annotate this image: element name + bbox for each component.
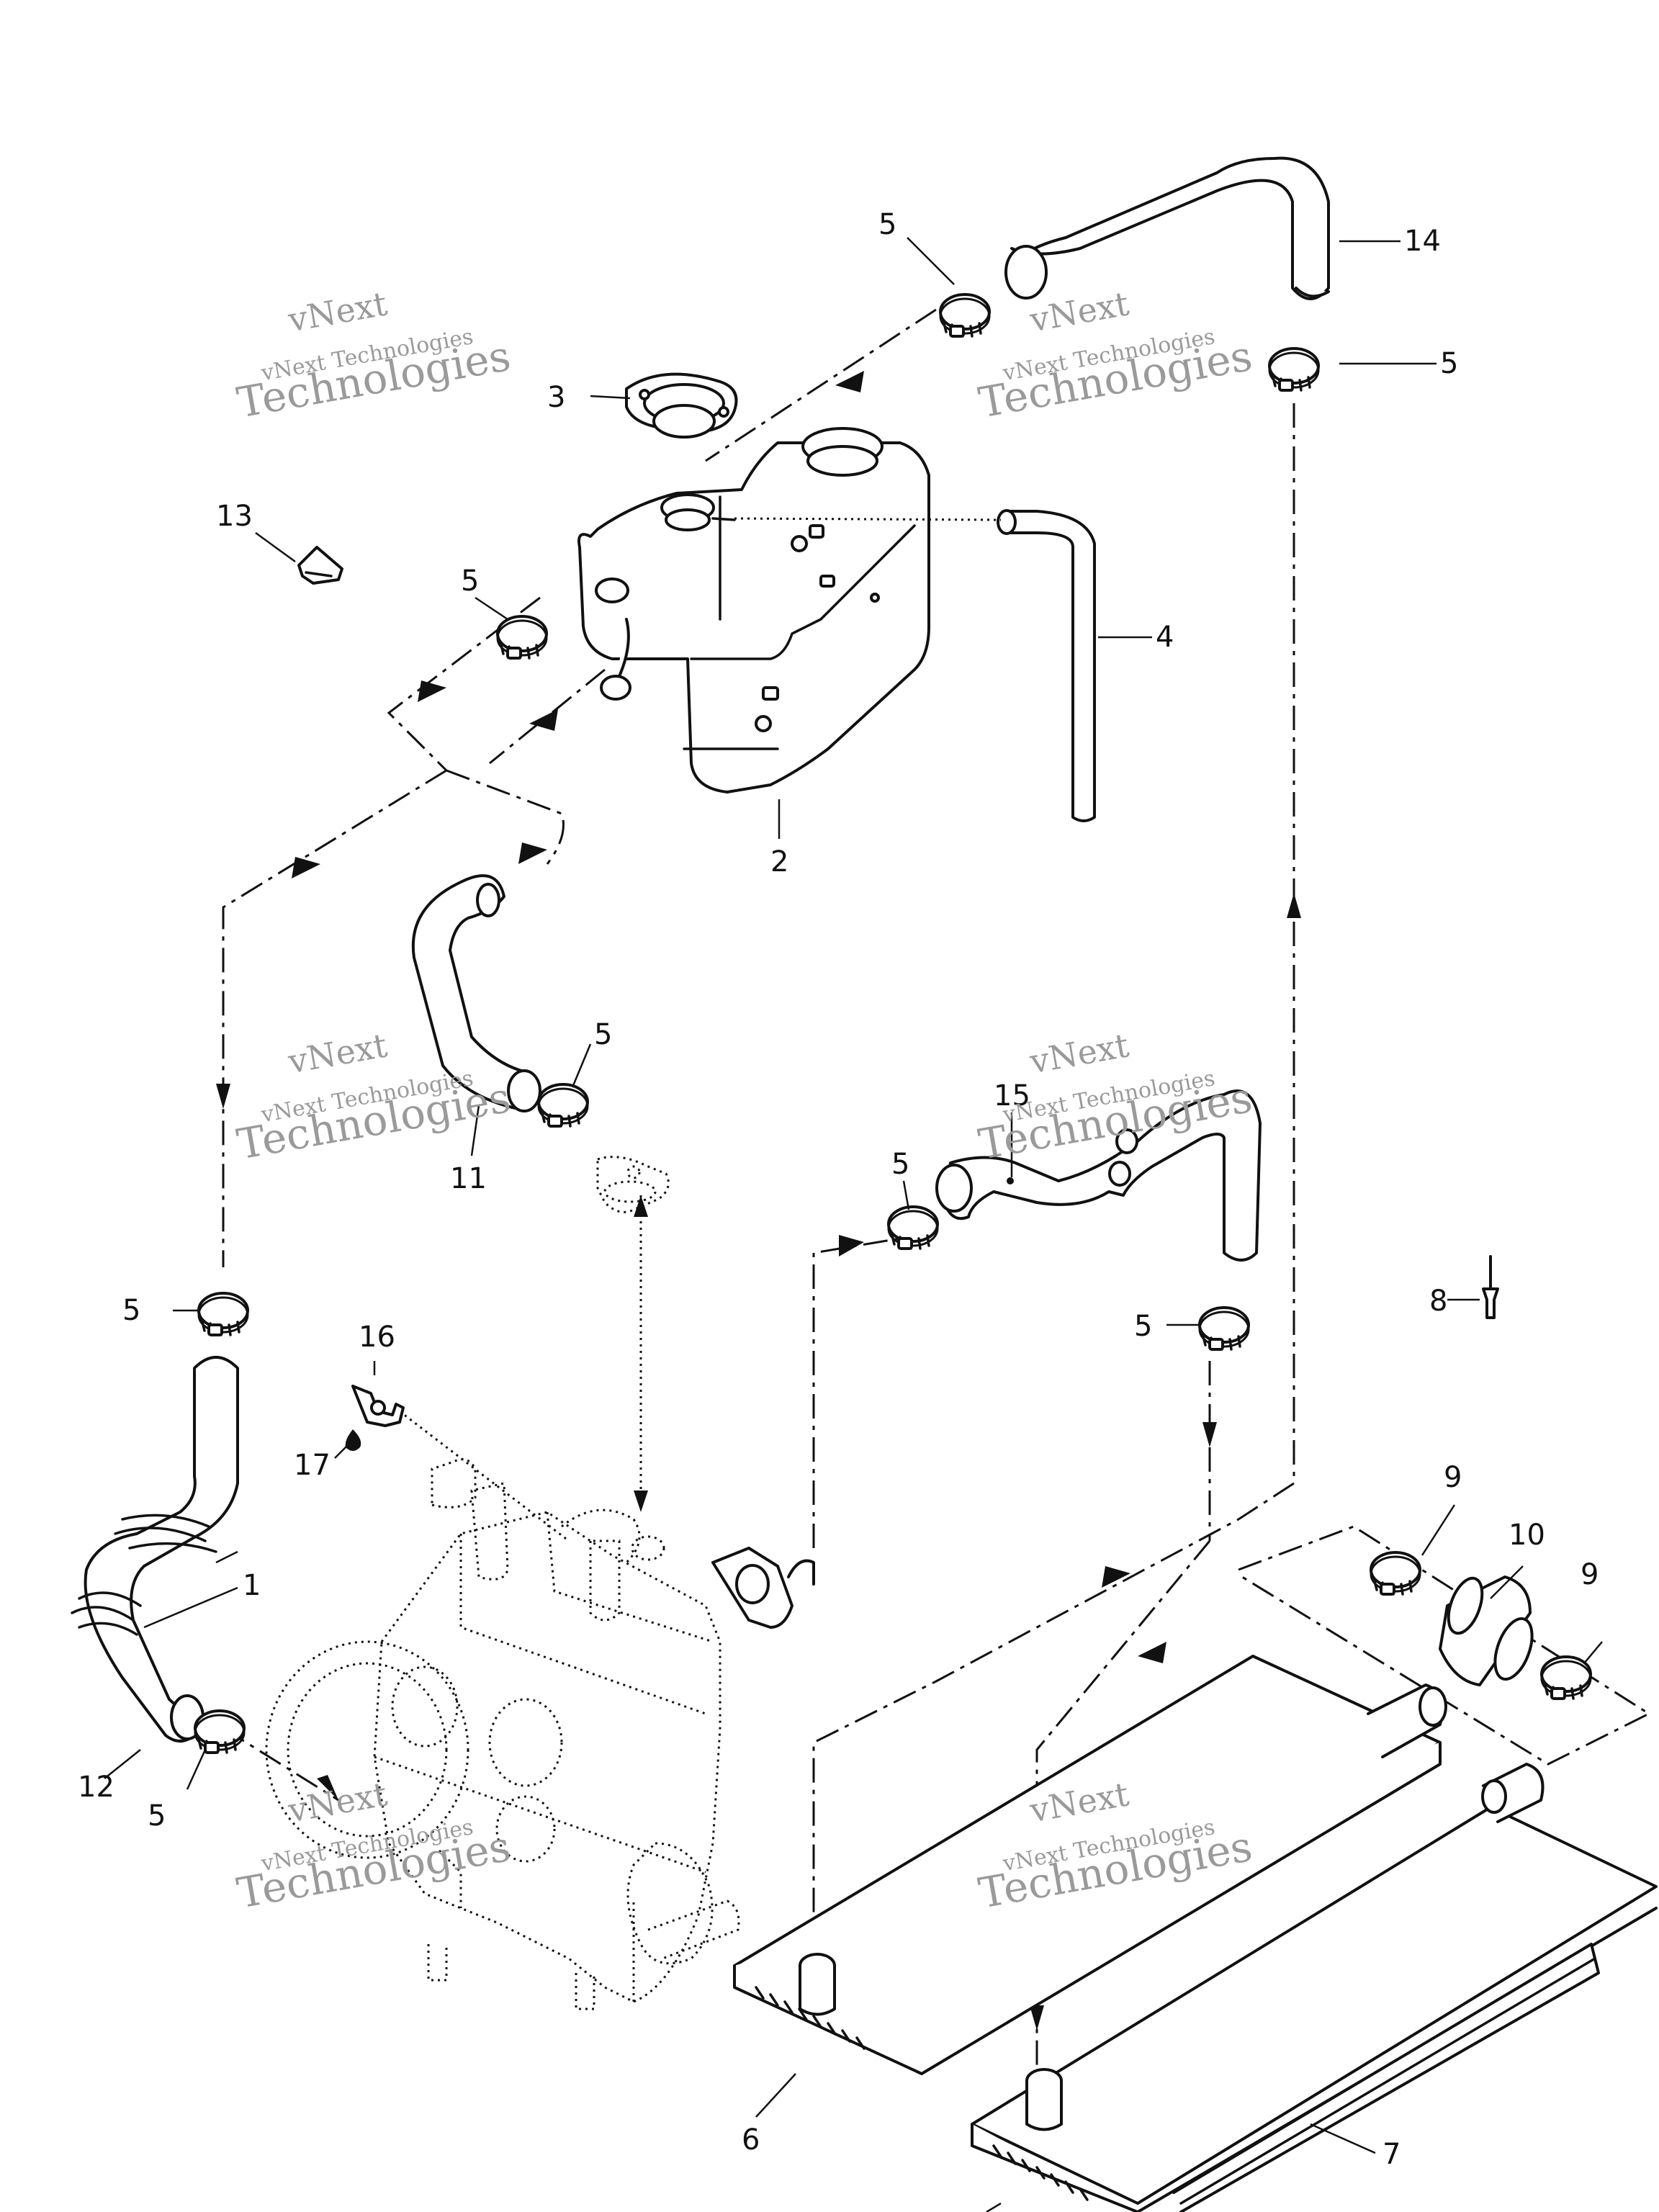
watermark-text: vNext [1026, 1025, 1132, 1081]
callout-16: 16 [359, 1321, 395, 1354]
engine-block [265, 1458, 740, 2010]
callout-5: 5 [122, 1294, 140, 1327]
flow-arrow [634, 1491, 648, 1512]
flow-arrow [216, 1084, 230, 1109]
flow-arrow [529, 709, 558, 731]
callouts: 5 14 5 3 13 5 4 2 5 15 5 11 8 5 5 16 17 … [78, 208, 1599, 2171]
callout-10: 10 [1509, 1519, 1545, 1552]
clamp-5 [197, 1292, 249, 1336]
callout-6: 6 [742, 2123, 760, 2157]
callout-13: 13 [216, 500, 253, 533]
flow-arrow [518, 842, 547, 864]
hose-11 [411, 874, 541, 1112]
clip-13 [297, 546, 343, 585]
sensor-link-line [399, 1410, 570, 1542]
flow-arrow [634, 1195, 648, 1217]
watermark-text: vNext [284, 1774, 390, 1830]
flow-arrows [216, 371, 1301, 2031]
flow-arrow [1030, 2005, 1044, 2031]
watermark-text: vNext [1026, 284, 1132, 339]
callout-15: 15 [994, 1079, 1030, 1112]
clamp-5 [537, 1083, 589, 1128]
flow-arrow [317, 1775, 338, 1800]
watermark-top-left: vNext vNext Technologies Technologies [233, 284, 514, 427]
callout-8: 8 [1429, 1285, 1447, 1318]
flow-arrow [418, 680, 446, 702]
clamp-9 [1540, 1655, 1592, 1700]
flow-arrow [1102, 1566, 1130, 1588]
flow-arrow [835, 371, 864, 392]
temperature-sensor-16 [351, 1385, 405, 1427]
heat-exchanger-7 [971, 1763, 1658, 2212]
connector-tube-10 [1439, 1575, 1534, 1686]
callout-5: 5 [878, 208, 896, 241]
callout-17: 17 [294, 1449, 331, 1482]
flow-arrow [1138, 1642, 1166, 1663]
callout-14: 14 [1404, 225, 1441, 258]
callout-5: 5 [461, 565, 479, 598]
clamp-5 [1268, 347, 1320, 392]
callout-12: 12 [78, 1771, 114, 1804]
callout-5: 5 [594, 1018, 612, 1051]
callout-5: 5 [891, 1148, 909, 1181]
callout-2: 2 [770, 845, 788, 878]
watermark-text: vNext [284, 1025, 390, 1081]
washer-17 [345, 1429, 361, 1451]
callout-5: 5 [148, 1799, 166, 1833]
callout-3: 3 [547, 381, 565, 414]
callout-9: 9 [1581, 1558, 1599, 1591]
clamp-9 [1370, 1551, 1421, 1596]
leader-lines [104, 237, 1603, 2212]
hose-12 [71, 1356, 239, 1743]
watermark-text: vNext [284, 284, 390, 339]
callout-4: 4 [1156, 621, 1174, 654]
flow-arrow [1202, 1422, 1217, 1447]
callout-5: 5 [1440, 347, 1458, 380]
flow-arrow [839, 1235, 864, 1256]
outlet-flange [711, 1547, 815, 1629]
clamp-5 [1198, 1306, 1250, 1351]
flow-arrow [292, 857, 320, 878]
radiator-cap-3 [625, 372, 738, 439]
flow-arrow [1287, 893, 1301, 918]
clamp-5 [496, 615, 548, 660]
callout-9: 9 [1444, 1461, 1462, 1494]
thermostat-housing [596, 1156, 670, 1213]
clamp-5 [194, 1709, 246, 1754]
heat-exchanger-6 [733, 1655, 1447, 2075]
rivet-8 [1482, 1255, 1499, 1319]
watermark-top-right: vNext vNext Technologies Technologies [975, 284, 1256, 427]
hose-15 [935, 1089, 1262, 1262]
callout-1: 1 [243, 1569, 261, 1602]
upper-hose-14 [1004, 156, 1330, 300]
overflow-hose-4 [734, 509, 1096, 822]
clamp-5 [887, 1205, 939, 1250]
watermark-bottom-left: vNext vNext Technologies Technologies [233, 1774, 514, 1917]
callout-7: 7 [1382, 2138, 1401, 2171]
callout-5: 5 [1134, 1310, 1152, 1343]
callout-11: 11 [450, 1162, 487, 1195]
clamp-5 [939, 293, 991, 338]
coolant-reservoir-2 [577, 427, 930, 793]
